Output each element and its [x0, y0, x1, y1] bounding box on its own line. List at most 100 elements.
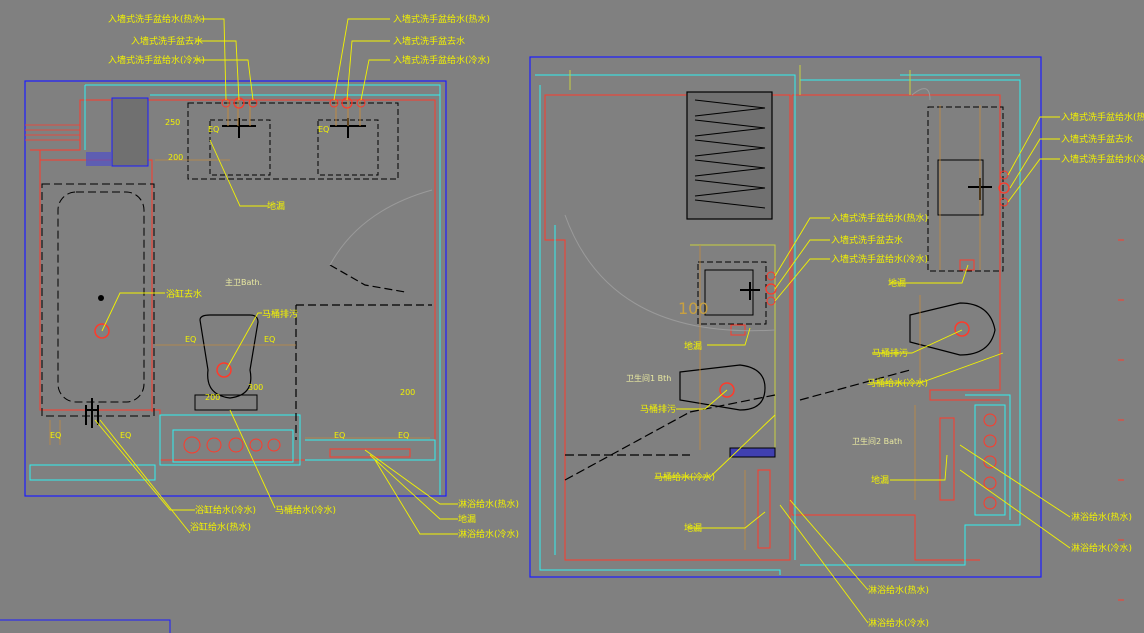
right-leaders	[655, 116, 1071, 624]
mid-floor-drain-label: 地漏	[684, 340, 702, 352]
dim-12: EQ	[334, 431, 345, 440]
left-shower-drain	[329, 448, 411, 458]
left-dims: EQ EQ EQ EQ 250 200 EQ EQ 200 300 200 EQ…	[50, 118, 415, 440]
dim-13: EQ	[398, 431, 409, 440]
right-valve-3	[999, 197, 1009, 207]
right-shower-hot-label: 淋浴给水(热水)	[1071, 511, 1132, 523]
left-toilet-drain-label: 马桶排污	[262, 308, 298, 320]
mid-toilet	[679, 364, 766, 411]
bathtub-inner	[57, 191, 145, 403]
left-toilet-supply-label: 马桶给水(冷水)	[275, 504, 336, 516]
left-dim-lines	[49, 159, 430, 445]
left-jet-2	[206, 437, 222, 453]
left-column-blue	[86, 152, 112, 166]
bottom-shower-cold-label: 淋浴给水(冷水)	[868, 617, 929, 629]
dim-10: 300	[248, 383, 263, 392]
dim-5: 250	[165, 118, 180, 127]
left-vanity	[187, 102, 399, 180]
left-toilet-tank	[194, 394, 258, 411]
right-toilet-drain-label: 马桶排污	[872, 347, 908, 359]
right-callout-2: 入墙式洗手盆去水	[1061, 133, 1133, 145]
shower-grate-slats	[694, 99, 766, 209]
left-top-callout-4: 入墙式洗手盆给水(热水)	[393, 13, 490, 25]
blue-grate	[729, 447, 776, 458]
bathtub-hot-label: 浴缸给水(热水)	[190, 521, 251, 533]
mid-callout-1: 入墙式洗手盆给水(热水)	[831, 212, 928, 224]
dim-4: EQ	[264, 335, 275, 344]
right-jet-4	[983, 476, 997, 490]
mid-vanity	[697, 261, 767, 325]
left-shower-hot-label: 淋浴给水(热水)	[458, 498, 519, 510]
left-floor-drain-label: 地漏	[267, 200, 285, 212]
room-1-name: 卫生间1 Bth	[626, 373, 671, 383]
left-red-bars	[25, 124, 80, 141]
left-jet-5	[267, 438, 281, 452]
dim-11: 200	[400, 388, 415, 397]
right-drain-box	[959, 259, 975, 271]
bottom-floor-drain-label: 地漏	[684, 522, 702, 534]
left-jet-4	[249, 438, 263, 452]
dim-1: EQ	[208, 125, 219, 134]
bottom-shower-strip	[757, 469, 771, 549]
right-vanity	[927, 106, 1004, 272]
left-cyan-wall	[29, 84, 441, 495]
right-jet-2	[983, 434, 997, 448]
left-basin-2	[317, 119, 379, 176]
scale-mark: 100	[678, 299, 709, 318]
right-toilet-supply-label: 马桶给水(冷水)	[867, 377, 928, 389]
dim-3: EQ	[185, 335, 196, 344]
mid-callout-2: 入墙式洗手盆去水	[831, 234, 903, 246]
left-plan-frame	[24, 80, 447, 497]
right-valve-1	[999, 170, 1009, 180]
mid-valve-3	[766, 296, 776, 306]
left-shower-drain-label: 地漏	[458, 513, 476, 525]
room-2-name: 卫生间2 Bath	[852, 436, 902, 446]
left-top-callout-2: 入墙式洗手盆去水	[131, 35, 203, 47]
mid-toilet-drain	[719, 382, 735, 398]
right-plan-frame	[529, 56, 1042, 578]
right-jet-5	[983, 496, 997, 510]
bathtub-cold-label: 浴缸给水(冷水)	[195, 504, 256, 516]
bathtub-faucet	[85, 398, 99, 428]
right-jet-3	[983, 455, 997, 469]
left-faucet-1	[222, 118, 256, 138]
left-door-swing	[329, 189, 433, 266]
mid-toilet-supply-label: 马桶给水(冷水)	[654, 471, 715, 483]
left-toilet	[199, 314, 259, 399]
left-top-callout-6: 入墙式洗手盆给水(冷水)	[393, 54, 490, 66]
left-jet-1	[183, 436, 201, 454]
left-basin-1	[209, 119, 271, 176]
mid-callout-3: 入墙式洗手盆给水(冷水)	[831, 253, 928, 265]
right-valve-2	[998, 182, 1010, 194]
right-plan: 入墙式洗手盆给水(热水) 入墙式洗手盆去水 入墙式洗手盆给水(冷水) 入墙式洗手…	[529, 56, 1144, 629]
bathtub-drain	[94, 323, 110, 339]
dim-2: EQ	[318, 125, 329, 134]
left-jet-3	[228, 437, 244, 453]
right-red-wall	[544, 94, 1001, 561]
left-shower-cold-label: 淋浴给水(冷水)	[458, 528, 519, 540]
right-callout-1: 入墙式洗手盆给水(热水)	[1061, 111, 1144, 123]
mid-valve-1	[766, 271, 776, 281]
right-dim-lines	[699, 105, 981, 550]
right-outline	[569, 65, 911, 455]
dim-7: EQ	[50, 431, 61, 440]
left-jets-box	[172, 429, 294, 463]
shower-floor-drain-label: 地漏	[871, 474, 889, 486]
left-top-callout-3: 入墙式洗手盆给水(冷水)	[108, 54, 205, 66]
bathtub-drain-label: 浴缸去水	[166, 288, 202, 300]
mid-basin	[704, 269, 754, 316]
right-toilet	[909, 302, 996, 356]
right-cyan-wall	[535, 74, 1021, 575]
right-callout-3: 入墙式洗手盆给水(冷水)	[1061, 153, 1144, 165]
right-dashed-glass	[564, 369, 911, 481]
mid-faucet	[740, 282, 760, 300]
dim-8: EQ	[120, 431, 131, 440]
mid-valve-2	[765, 283, 777, 295]
mid-toilet-drain-label: 马桶排污	[640, 403, 676, 415]
left-column	[111, 97, 149, 167]
right-floor-drain-label: 地漏	[888, 277, 906, 289]
left-edge-line	[0, 619, 171, 633]
left-supply-pipes	[227, 100, 361, 126]
bathtub-center	[98, 295, 104, 301]
